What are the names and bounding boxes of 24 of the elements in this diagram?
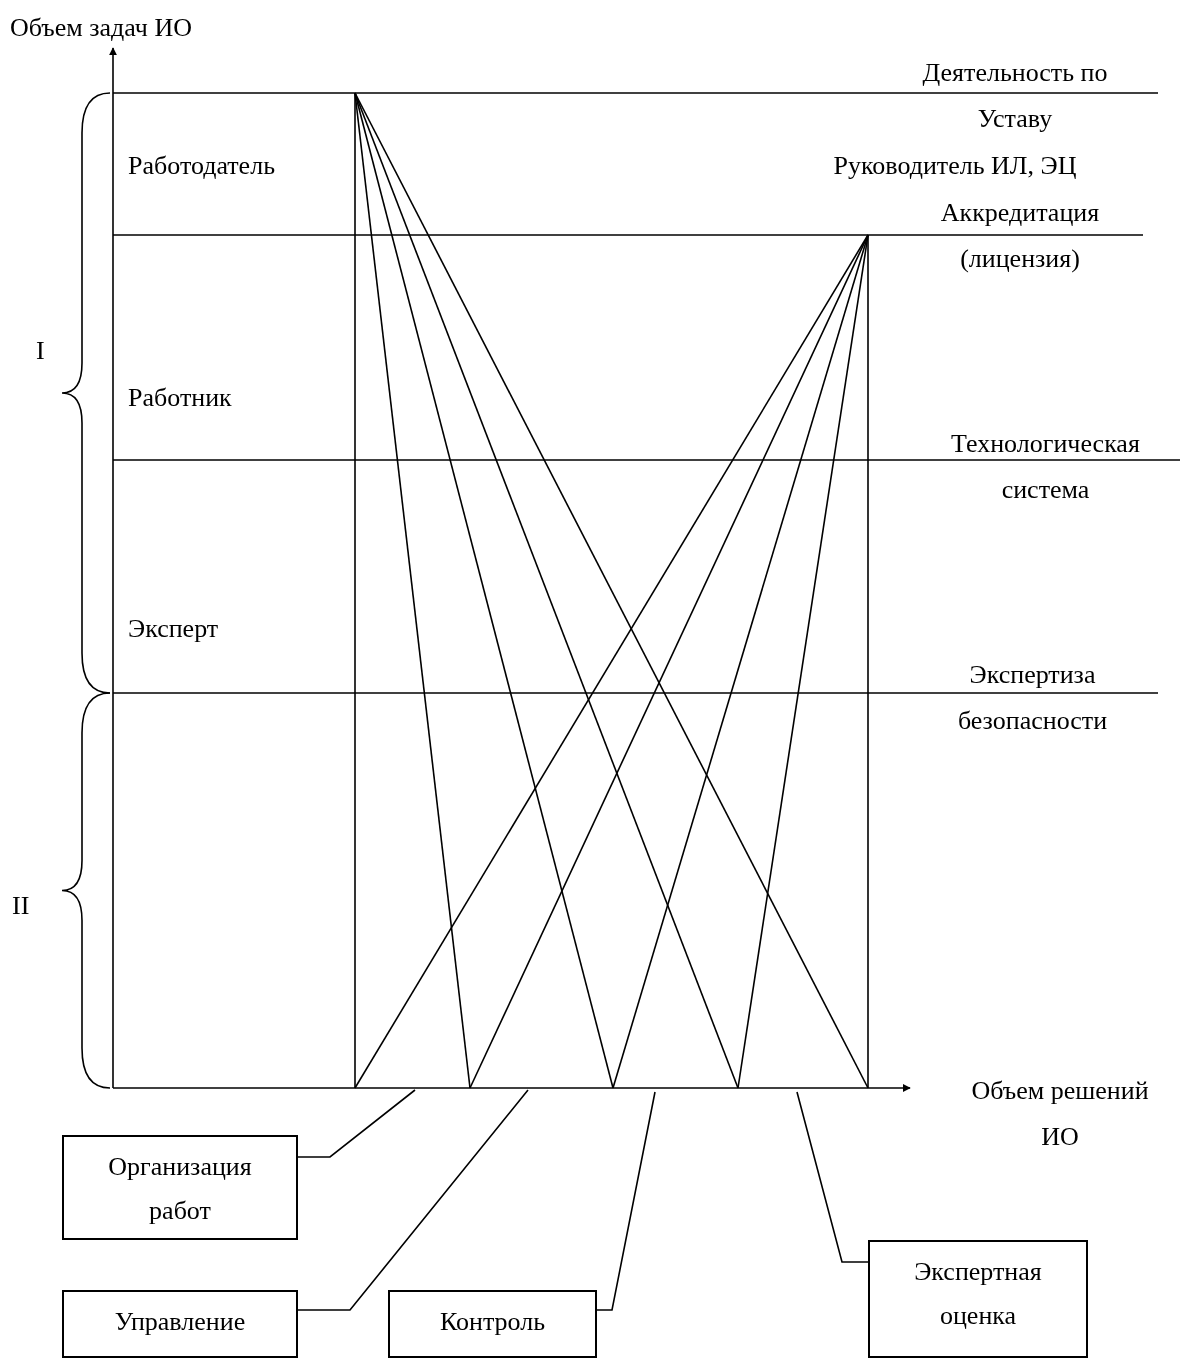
- group-label: II: [12, 890, 31, 922]
- level-label: Аккредитация (лицензия): [939, 197, 1101, 275]
- label-box: [388, 1290, 597, 1358]
- box-text: Управление: [114, 1306, 246, 1338]
- role-label: Работодатель: [128, 150, 276, 182]
- level-label: Руководитель ИЛ, ЭЦ: [832, 150, 1078, 182]
- leader-line: [297, 1089, 416, 1158]
- level-label: Деятельность по Уставу: [921, 57, 1109, 135]
- box-text: Контроль: [439, 1306, 546, 1338]
- box-text: Организация работ: [107, 1151, 253, 1227]
- axis-label: Объем решений ИО: [970, 1075, 1150, 1153]
- label-box: [868, 1240, 1088, 1358]
- level-label: Экспертиза безопасности: [956, 659, 1109, 737]
- leader-line: [297, 1089, 529, 1311]
- box-text: Экспертная оценка: [913, 1256, 1043, 1332]
- level-label: Технологическая система: [950, 428, 1141, 506]
- role-label: Работник: [128, 382, 233, 414]
- leader-line: [596, 1091, 656, 1311]
- role-label: Эксперт: [128, 613, 220, 645]
- axis-label: Объем задач ИО: [10, 12, 193, 44]
- group-label: I: [36, 335, 46, 367]
- label-box: [62, 1290, 298, 1358]
- leader-line: [796, 1091, 869, 1263]
- label-box: [62, 1135, 298, 1240]
